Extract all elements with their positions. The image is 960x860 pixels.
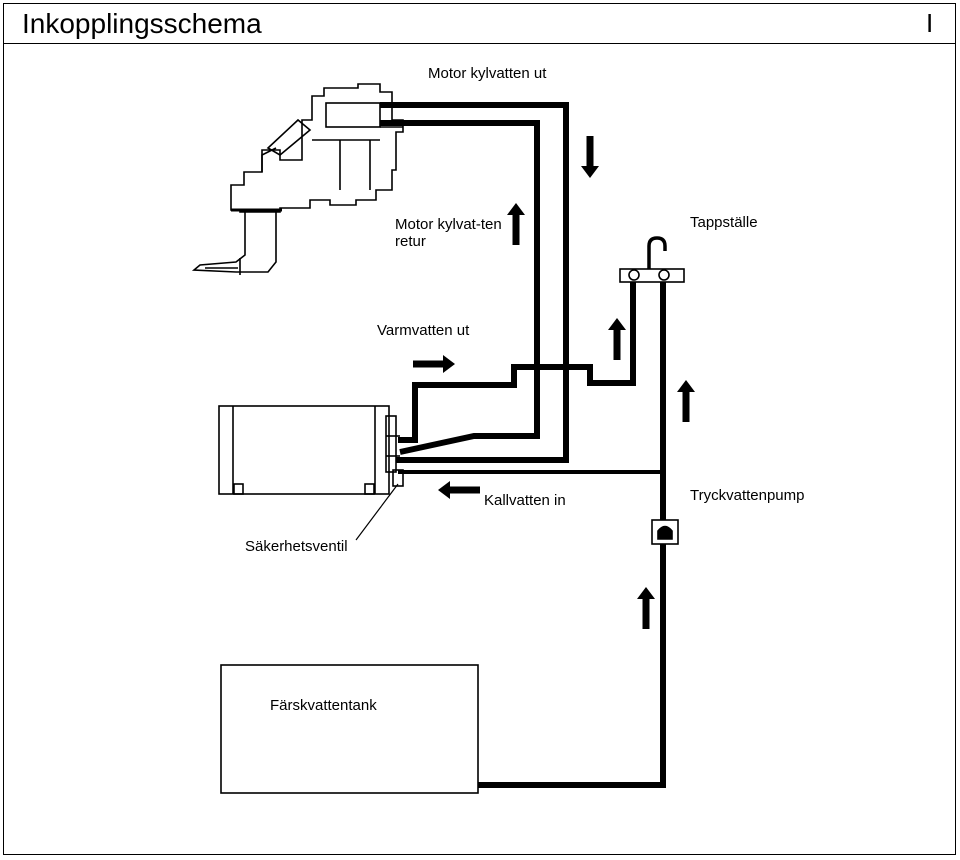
fresh-water-tank-icon xyxy=(220,664,479,794)
diagram-frame xyxy=(3,3,956,855)
water-heater-icon xyxy=(218,405,404,495)
tap-icon xyxy=(619,236,685,283)
engine-icon xyxy=(191,83,404,275)
label-cold-water-in: Kallvatten in xyxy=(484,492,566,509)
flow-arrow-left-icon xyxy=(438,481,480,499)
flow-arrow-right-icon xyxy=(413,355,455,373)
flow-arrow-up-icon xyxy=(507,203,525,245)
safety-valve-leader xyxy=(355,483,399,541)
flow-arrow-down-icon xyxy=(581,136,599,178)
flow-arrow-up-icon xyxy=(677,380,695,422)
label-hot-water-out: Varmvatten ut xyxy=(377,322,470,339)
title-divider xyxy=(3,43,956,44)
pipes xyxy=(380,102,666,788)
page-title: Inkopplingsschema xyxy=(22,8,262,39)
flow-arrow-up-icon xyxy=(637,587,655,629)
label-tap: Tappställe xyxy=(690,214,758,231)
label-motor-coolant-out: Motor kylvatten ut xyxy=(428,65,547,82)
page-number: I xyxy=(926,8,934,38)
label-pressure-pump: Tryckvattenpump xyxy=(690,487,805,504)
label-fresh-water-tank: Färskvattentank xyxy=(270,697,377,714)
pressure-pump-icon xyxy=(651,519,679,545)
label-motor-coolant-return: Motor kylvat-ten retur xyxy=(395,216,502,250)
flow-arrow-up-icon xyxy=(608,318,626,360)
label-safety-valve: Säkerhetsventil xyxy=(245,538,348,555)
